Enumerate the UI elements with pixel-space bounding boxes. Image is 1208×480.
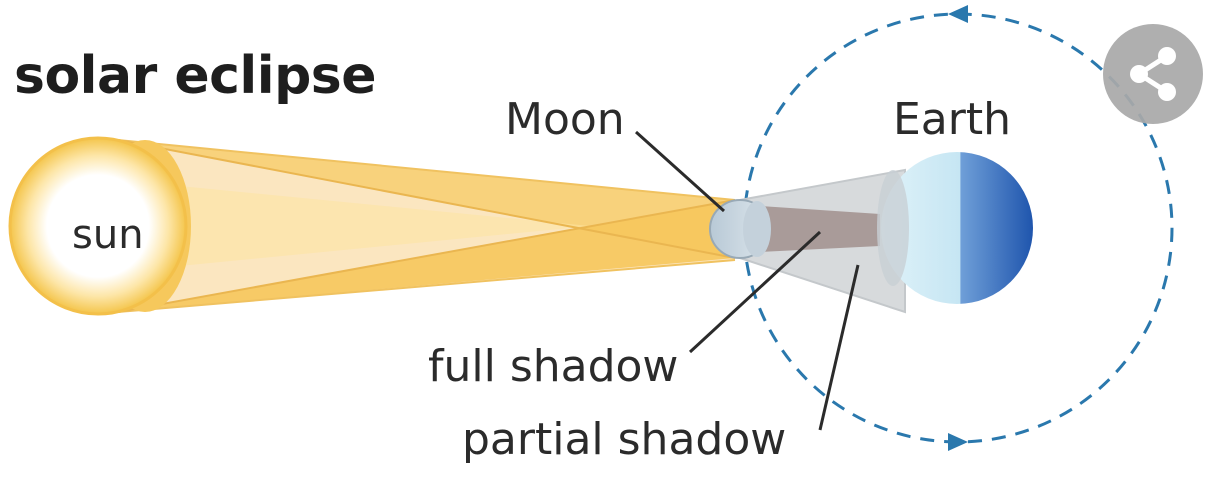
moon-shade — [743, 201, 771, 257]
partial-shadow-label: partial shadow — [462, 418, 786, 462]
diagram-title: solar eclipse — [14, 50, 376, 102]
earth-label: Earth — [893, 98, 1011, 142]
full-shadow-label: full shadow — [428, 345, 678, 389]
moon-label: Moon — [505, 98, 625, 142]
sun-label: sun — [72, 215, 144, 255]
orbit-arrow-bottom — [948, 433, 968, 451]
share-icon — [1103, 24, 1203, 124]
orbit-arrow-top — [948, 5, 968, 23]
share-button[interactable] — [1103, 24, 1203, 124]
earth-shadow-edge — [877, 170, 909, 286]
full-shadow-cone — [760, 206, 880, 252]
